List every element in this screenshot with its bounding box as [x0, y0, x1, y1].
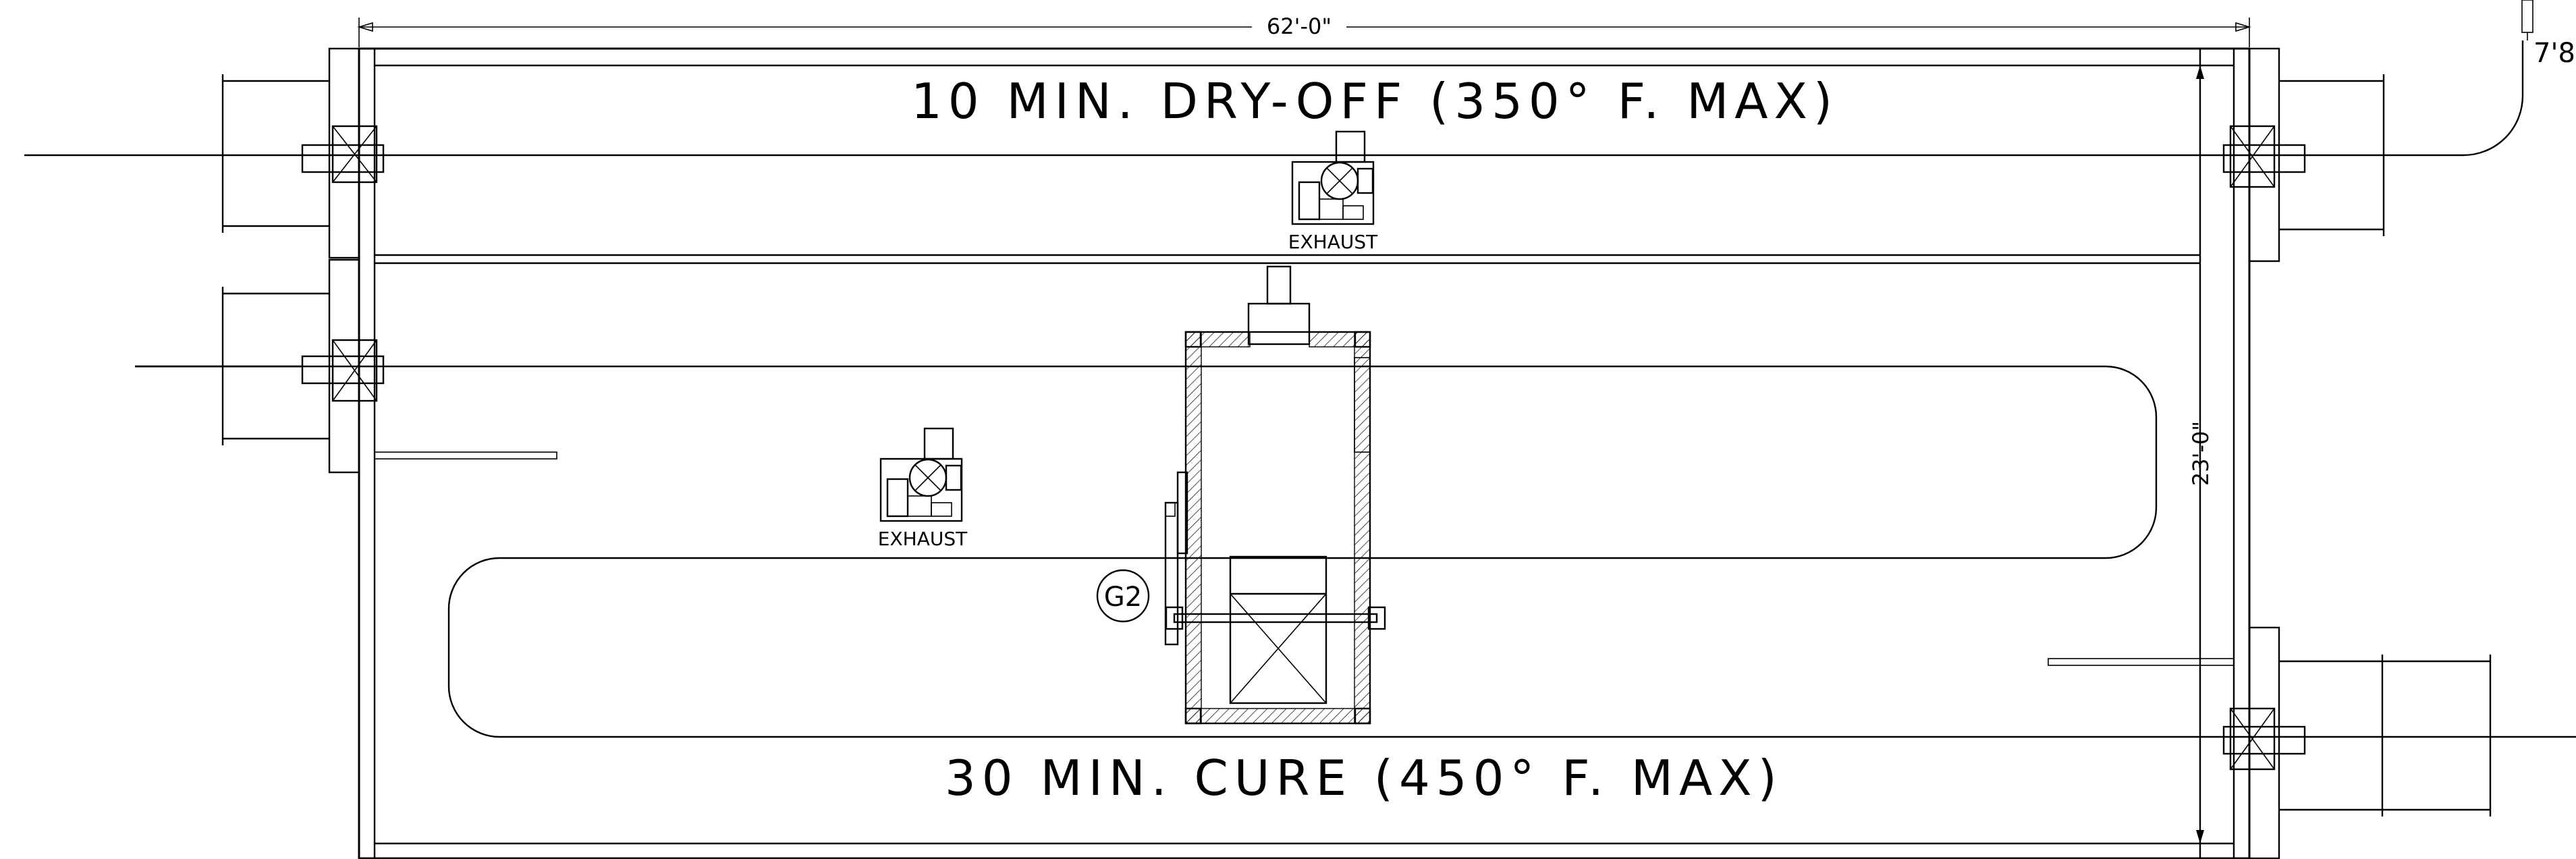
partial-dimension-label: 7'8 — [2533, 38, 2575, 69]
burner-tag: G2 — [1104, 582, 1142, 613]
partial-dimension: 7'8 — [2521, 0, 2575, 69]
overall-width-label: 23'-0" — [2188, 421, 2214, 486]
left-openings — [221, 47, 557, 474]
overall-length-dimension: 62'-0" — [357, 13, 2251, 47]
left-mid-sprocket — [301, 339, 385, 402]
burner-unit: G2 — [1096, 265, 1386, 725]
conveyor-path — [24, 40, 2576, 738]
overall-width-dimension: 23'-0" — [2188, 65, 2214, 843]
exhaust-top-label: EXHAUST — [1288, 231, 1378, 253]
overall-length-label: 62'-0" — [1267, 13, 1332, 39]
left-top-sprocket — [301, 125, 385, 184]
right-bottom-sprocket — [2222, 707, 2306, 771]
dry-off-zone-title: 10 MIN. DRY-OFF (350° F. MAX) — [911, 73, 1838, 130]
exhaust-fan-left: EXHAUST — [878, 427, 968, 550]
cure-zone-title: 30 MIN. CURE (450° F. MAX) — [945, 750, 1783, 806]
exhaust-fan-top: EXHAUST — [1288, 130, 1378, 253]
exhaust-left-label: EXHAUST — [878, 528, 968, 550]
right-top-sprocket — [2222, 125, 2306, 188]
